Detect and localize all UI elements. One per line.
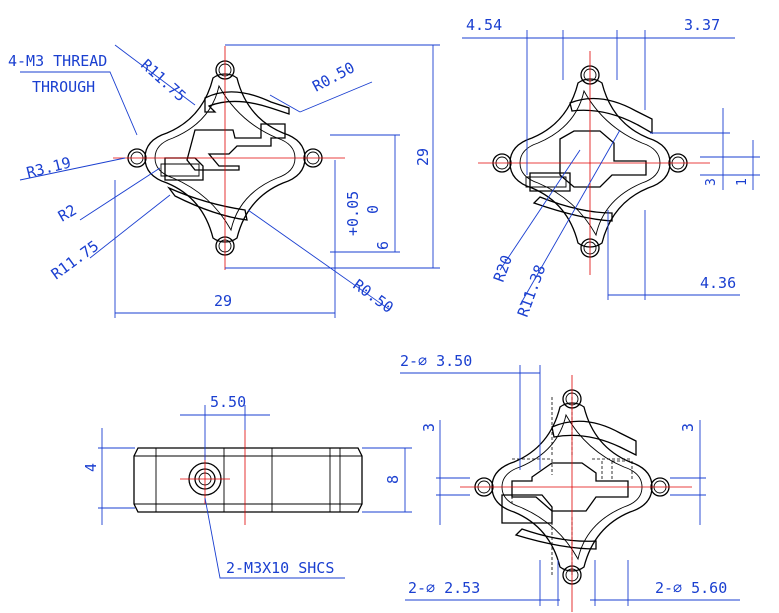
radius-r3-19: R3.19 — [25, 153, 73, 181]
height-29: 29 — [414, 148, 432, 166]
dim-3-right: 3 — [679, 423, 697, 432]
dim-3-37: 3.37 — [684, 16, 720, 34]
dim-4-54: 4.54 — [466, 16, 502, 34]
thread-note-line2: THROUGH — [32, 78, 95, 96]
tolerance-nominal: 6 — [374, 241, 392, 250]
radius-r2: R2 — [55, 201, 80, 226]
tolerance-plus: +0.05 — [344, 191, 362, 236]
top-left-dimensions — [19, 44, 440, 318]
top-right-plate-view — [478, 51, 710, 275]
radius-r11-75-bottom: R11.75 — [48, 237, 102, 283]
radius-r11-38: R11.38 — [514, 262, 549, 319]
dim-4-36: 4.36 — [700, 274, 736, 292]
thread-note-line1: 4-M3 THREAD — [8, 52, 107, 70]
side-view-dimensions — [98, 405, 412, 579]
dim-3: 3 — [704, 178, 719, 186]
top-right-dimensions — [462, 30, 760, 306]
dia-5-60: 2-∅ 5.60 — [655, 579, 727, 597]
dim-1: 1 — [735, 178, 750, 186]
width-29: 29 — [214, 292, 232, 310]
dim-8-side: 8 — [384, 475, 402, 484]
screw-note: 2-M3X10 SHCS — [226, 559, 334, 577]
radius-r20: R20 — [490, 253, 516, 285]
tolerance-zero: 0 — [364, 205, 382, 214]
dia-3-50: 2-∅ 3.50 — [400, 352, 472, 370]
bottom-right-dimensions — [400, 365, 740, 606]
dia-2-53: 2-∅ 2.53 — [408, 579, 480, 597]
bottom-right-plate-view — [460, 375, 692, 612]
radius-r11-75-top: R11.75 — [137, 56, 189, 106]
radius-r0-50-top: R0.50 — [309, 58, 357, 95]
top-left-plate-view — [113, 46, 345, 270]
dim-3-left: 3 — [420, 423, 438, 432]
side-view — [133, 430, 363, 525]
dim-4-side: 4 — [82, 463, 100, 472]
dim-5-50: 5.50 — [210, 393, 246, 411]
radius-r0-50-bottom: R0.50 — [350, 276, 397, 317]
